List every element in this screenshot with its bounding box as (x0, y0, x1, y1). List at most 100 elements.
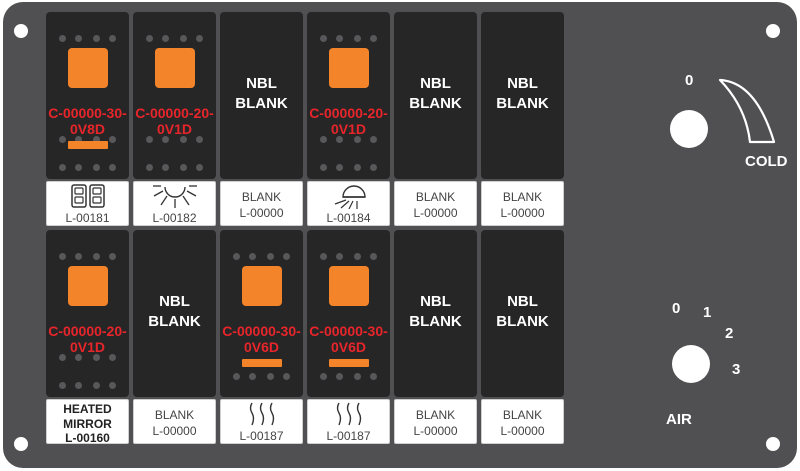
led-dot (336, 136, 343, 143)
air-label: AIR (666, 411, 692, 428)
led-dot (93, 382, 100, 389)
temp-zero-label: 0 (685, 72, 694, 89)
led-dot (249, 253, 256, 260)
led-dot (180, 136, 187, 143)
led-dot (336, 164, 343, 171)
led-dot (354, 373, 361, 380)
led-dot (146, 164, 153, 171)
led-dot (75, 164, 82, 171)
label-code: L-00000 (413, 206, 458, 220)
label-code: L-00160 (65, 431, 110, 445)
led-dot (180, 164, 187, 171)
led-dot (93, 164, 100, 171)
rocker-switch-2[interactable]: C-00000-20-0V1D (133, 12, 216, 179)
switch-label-10: L-00187 (307, 399, 390, 444)
led-dot (320, 373, 327, 380)
rocker-switch-10[interactable]: C-00000-30-0V6D (307, 230, 390, 397)
air-level-0: 0 (672, 300, 681, 317)
indicator-bar (242, 359, 282, 367)
led-dot (233, 253, 240, 260)
label-code: L-00181 (65, 211, 110, 225)
led-dot (75, 35, 82, 42)
led-dot (109, 164, 116, 171)
rocker-switch-7[interactable]: C-00000-20-0V1D (46, 230, 129, 397)
led-dot (320, 136, 327, 143)
led-dot (180, 35, 187, 42)
air-level-2: 2 (725, 325, 734, 342)
led-dot (93, 35, 100, 42)
work-light-icon (334, 185, 366, 209)
label-text: BLANK (415, 190, 456, 204)
rocker-switch-9[interactable]: C-00000-30-0V6D (220, 230, 303, 397)
indicator-lamp (329, 266, 369, 306)
led-dot (109, 354, 116, 361)
cold-wedge-icon (718, 78, 776, 144)
led-dot (354, 164, 361, 171)
indicator-lamp (155, 48, 195, 88)
mount-hole-top-left (14, 24, 28, 38)
led-dot (93, 354, 100, 361)
led-dot (162, 136, 169, 143)
led-dot (336, 35, 343, 42)
led-dot (196, 136, 203, 143)
led-dot (233, 373, 240, 380)
led-dot (162, 164, 169, 171)
led-dot (109, 136, 116, 143)
led-dot (354, 136, 361, 143)
switch-code: C-00000-20-0V1D (309, 105, 388, 137)
led-dot (75, 382, 82, 389)
led-dot (59, 354, 66, 361)
label-code: L-00000 (239, 206, 284, 220)
led-dot (59, 253, 66, 260)
led-dot (370, 136, 377, 143)
rocker-switch-4[interactable]: C-00000-20-0V1D (307, 12, 390, 179)
led-dot (59, 136, 66, 143)
mount-hole-bottom-right (766, 437, 780, 451)
switch-code: C-00000-20-0V1D (135, 105, 214, 137)
led-dot (370, 253, 377, 260)
switch-label-8: BLANK L-00000 (133, 399, 216, 444)
switch-label-1: L-00181 (46, 181, 129, 226)
switch-label-2: L-00182 (133, 181, 216, 226)
switch-label-4: L-00184 (307, 181, 390, 226)
label-code: L-00000 (500, 206, 545, 220)
led-dot (370, 164, 377, 171)
switch-label-12: BLANK L-00000 (481, 399, 564, 444)
mount-hole-top-right (766, 24, 780, 38)
led-dot (354, 35, 361, 42)
led-dot (146, 136, 153, 143)
led-dot (283, 253, 290, 260)
label-code: L-00182 (152, 211, 197, 225)
temperature-knob[interactable] (670, 110, 708, 148)
label-code: L-00000 (500, 424, 545, 438)
led-dot (320, 164, 327, 171)
led-dot (283, 373, 290, 380)
led-dot (75, 253, 82, 260)
led-dot (196, 35, 203, 42)
fan-speed-knob[interactable] (672, 345, 710, 383)
switch-code: C-00000-30-0V6D (309, 323, 388, 355)
led-dot (93, 136, 100, 143)
led-dot (370, 373, 377, 380)
air-level-1: 1 (703, 304, 712, 321)
rocker-switch-1[interactable]: C-00000-30-0V8D (46, 12, 129, 179)
heat-waves-icon (336, 402, 362, 426)
led-dot (59, 164, 66, 171)
led-dot (93, 253, 100, 260)
indicator-lamp (68, 48, 108, 88)
double-rocker-icon (71, 184, 105, 208)
label-text: BLANK (502, 408, 543, 422)
label-text: BLANK (502, 190, 543, 204)
